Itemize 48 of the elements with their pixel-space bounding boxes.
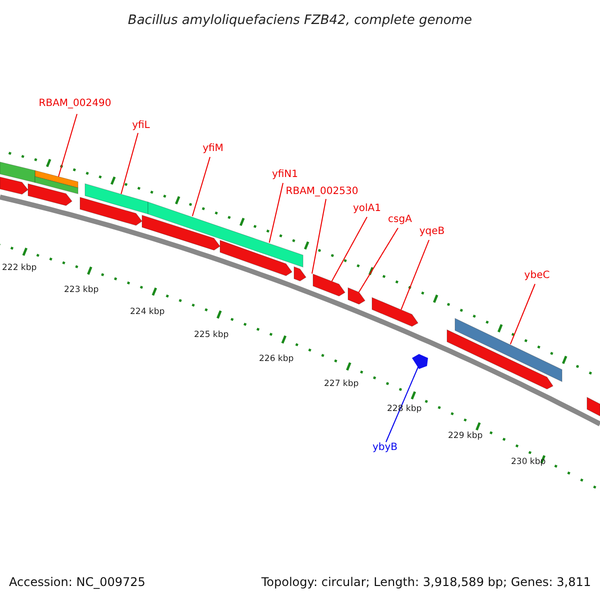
gene-label: yfiN1	[272, 169, 298, 180]
gene-block	[586, 396, 600, 416]
gene-pentagon	[412, 354, 428, 369]
leader-line	[58, 114, 78, 178]
leader-line	[358, 228, 398, 293]
scale-label: 222 kbp	[2, 264, 37, 272]
gene-block	[80, 196, 142, 226]
gene-block	[34, 176, 78, 194]
scale-label: 225 kbp	[194, 331, 229, 340]
gene-label: RBAM_002490	[38, 98, 112, 109]
gene-block	[28, 183, 72, 206]
leader-line	[268, 182, 284, 244]
scale-label: 224 kbp	[130, 308, 165, 316]
leader-line	[331, 216, 368, 282]
gene-label: yfiL	[132, 120, 150, 131]
gene-block	[220, 240, 292, 276]
leader-line	[192, 156, 210, 217]
gene-block	[0, 176, 28, 195]
scale-label: 226 kbp	[259, 355, 294, 364]
gene-block	[34, 170, 78, 188]
accession-text: Accession: NC_009725	[9, 576, 146, 588]
gene-label: yfiM	[202, 143, 224, 154]
gene-label: yqeB	[419, 226, 445, 237]
gene-label: csgA	[388, 214, 412, 225]
genome-summary-text: Topology: circular; Length: 3,918,589 bp; Genes: 3,811	[261, 576, 591, 588]
gene-block	[312, 274, 346, 296]
leader-line	[400, 240, 430, 310]
gene-label: ybeC	[524, 270, 550, 281]
gene-block	[84, 183, 148, 214]
chart-title: Bacillus amyloliquefaciens FZB42, complete genome	[128, 13, 472, 28]
gene-block	[446, 329, 554, 390]
gene-block	[142, 214, 220, 251]
gene-block	[294, 266, 306, 282]
gene-label: ybyB	[372, 442, 398, 453]
leader-line	[386, 366, 419, 442]
scale-label: 230 kbp	[511, 458, 546, 466]
gene-block	[454, 318, 562, 382]
gene-block	[348, 287, 366, 305]
gene-label: RBAM_002530	[286, 186, 358, 197]
gene-block	[372, 297, 418, 327]
scale-label: 229 kbp	[448, 432, 483, 440]
leader-line	[312, 198, 326, 274]
scale-label: 227 kbp	[324, 380, 359, 388]
leader-line	[510, 284, 536, 345]
gene-block	[0, 162, 36, 183]
gene-block	[148, 202, 304, 268]
scale-label: 223 kbp	[64, 286, 99, 294]
gene-label: yolA1	[352, 203, 382, 214]
